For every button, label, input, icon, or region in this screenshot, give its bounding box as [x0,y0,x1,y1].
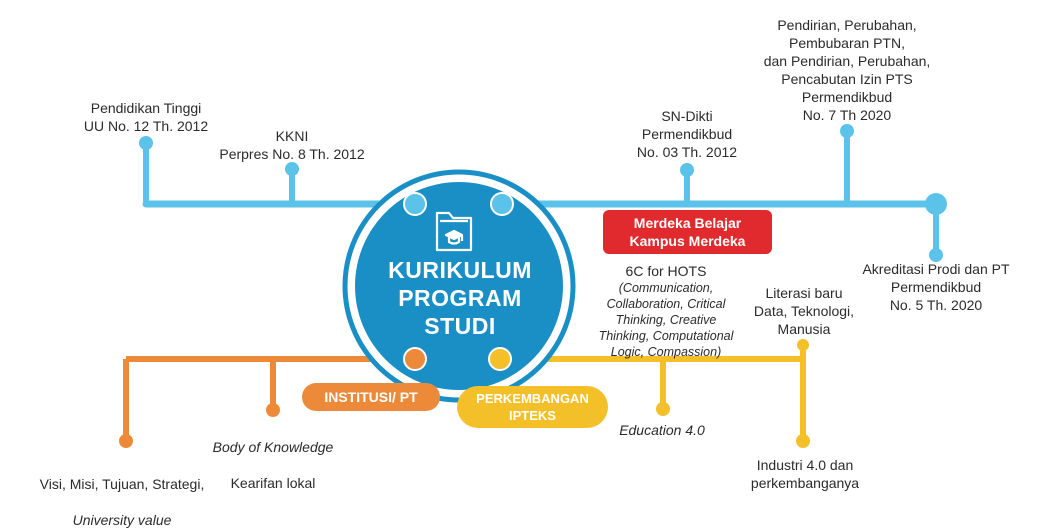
top-dot-kkni [285,162,299,176]
top-dot-pendidikan [139,136,153,150]
top-dot-pendirian [840,124,854,138]
yellow-node-circle [488,347,512,371]
yellow-dot-literasi [797,339,809,351]
top-dot-akreditasi-end [929,248,943,262]
top-node-left [403,192,427,216]
label-body-of-knowledge: Body of Knowledge Kearifan lokal [204,420,342,492]
label-6c-hots-title: 6C for HOTS [625,263,707,279]
top-dot-sndikti [680,163,694,177]
label-education-4: Education 4.0 [619,422,705,438]
label-kearifan-lokal: Kearifan lokal [230,475,316,491]
center-circle [355,182,563,390]
label-industri-4: Industri 4.0 dan perkembanganya [750,457,860,491]
yellow-dot-education [656,402,670,416]
label-university-value: University value [72,512,172,528]
orange-node-circle [403,347,427,371]
label-literasi-baru: Literasi baru Data, Teknologi, Manusia [753,285,855,337]
yellow-dot-industri [796,434,810,448]
label-visi-misi: Visi, Misi, Tujuan, Strategi, University… [16,457,228,529]
center-title: KURIKULUM PROGRAM STUDI [388,257,532,339]
perkembangan-ipteks-pill: PERKEMBANGAN IPTEKS [457,386,608,428]
orange-dot-visi [119,434,133,448]
label-akreditasi: Akreditasi Prodi dan PT Permendikbud No.… [862,261,1010,313]
label-6c-hots-detail: (Communication, Collaboration, Critical … [598,281,734,359]
folder-graduation-cap-icon [435,211,473,252]
label-kkni: KKNI Perpres No. 8 Th. 2012 [219,128,365,162]
bottom-orange-tree [119,356,418,448]
orange-dot-body [266,403,280,417]
center-circle-group [342,169,576,403]
top-node-center [490,192,514,216]
label-pendirian: Pendirian, Perubahan, Pembubaran PTN, da… [763,17,931,123]
label-visi-main: Visi, Misi, Tujuan, Strategi, [39,476,205,492]
merdeka-belajar-badge: Merdeka Belajar Kampus Merdeka [603,210,772,254]
institusi-pt-pill: INSTITUSI/ PT [302,383,440,411]
label-sn-dikti: SN-Dikti Permendikbud No. 03 Th. 2012 [636,108,738,160]
top-node-right [925,193,947,215]
label-pendidikan-tinggi: Pendidikan Tinggi UU No. 12 Th. 2012 [83,100,209,134]
label-body-italic: Body of Knowledge [212,439,334,455]
